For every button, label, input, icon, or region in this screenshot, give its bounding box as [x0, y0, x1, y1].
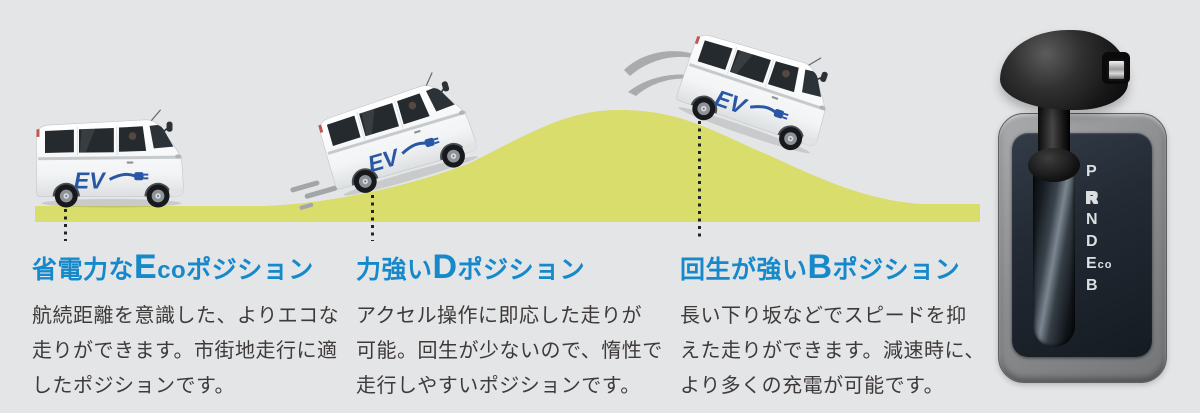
description-line: 長い下り坂などでスピードを抑: [680, 305, 967, 327]
heading-letter: D: [432, 248, 458, 286]
gear-label-p: P: [1086, 163, 1098, 180]
description-line: 可能。回生が少ないので、惰性で: [356, 340, 663, 362]
description-line: 走りができます。市街地走行に適: [32, 340, 338, 362]
description-line: したポジションです。: [32, 375, 235, 397]
feature-eco-heading: 省電力なEcoポジション: [32, 247, 354, 291]
ev-van-flat-road: [35, 108, 186, 209]
feature-eco-position: 省電力なEcoポジション 航続距離を意識した、よりエコな 走りができます。市街地…: [32, 247, 354, 404]
heading-suffix: ポジション: [832, 256, 961, 284]
shifter-lever-boot: [1028, 148, 1080, 182]
description-line: えた走りができます。減速時に、: [680, 340, 985, 362]
connector-dotted-line-d: [371, 195, 374, 241]
gear-label-eco-co: co: [1097, 259, 1113, 271]
feature-b-description: 長い下り坂などでスピードを抑 えた走りができます。減速時に、 より多くの充電が可…: [680, 299, 1002, 404]
heading-letter: B: [807, 248, 833, 286]
description-line: 走行しやすいポジションです。: [356, 375, 641, 397]
connector-dotted-line-b: [698, 121, 701, 241]
gear-shifter-photo: P R N D Eco B: [990, 22, 1190, 394]
gear-label-r: R: [1086, 190, 1099, 207]
heading-prefix: 回生が強い: [680, 256, 808, 284]
speed-lines: [290, 180, 338, 210]
heading-prefix: 省電力な: [32, 256, 135, 284]
description-line: アクセル操作に即応した走りが: [356, 305, 642, 327]
feature-d-description: アクセル操作に即応した走りが 可能。回生が少ないので、惰性で 走行しやすいポジシ…: [356, 299, 678, 404]
gear-label-n: N: [1086, 211, 1099, 228]
heading-suffix: ポジション: [186, 256, 314, 284]
gear-label-b: B: [1086, 277, 1099, 294]
shifter-knob-button: [1102, 52, 1130, 84]
shifter-knob-button-face: [1107, 59, 1126, 81]
heading-suffix: ポジション: [457, 256, 586, 284]
gear-label-d: D: [1086, 233, 1099, 250]
feature-b-heading: 回生が強いBポジション: [680, 247, 1002, 291]
gear-label-eco-e: E: [1086, 255, 1098, 272]
heading-prefix: 力強い: [356, 256, 433, 284]
gear-label-eco: Eco: [1086, 255, 1113, 273]
description-line: より多くの充電が可能です。: [680, 375, 945, 397]
feature-eco-description: 航続距離を意識した、よりエコな 走りができます。市街地走行に適 したポジションで…: [32, 299, 354, 404]
heading-letter: E: [134, 248, 158, 286]
heading-letter-small: co: [157, 257, 187, 284]
description-line: 航続距離を意識した、よりエコな: [32, 305, 340, 327]
connector-dotted-line-eco: [64, 209, 67, 241]
feature-d-heading: 力強いDポジション: [356, 247, 678, 291]
feature-b-position: 回生が強いBポジション 長い下り坂などでスピードを抑 えた走りができます。減速時…: [680, 247, 1002, 404]
feature-d-position: 力強いDポジション アクセル操作に即応した走りが 可能。回生が少ないので、惰性で…: [356, 247, 678, 404]
